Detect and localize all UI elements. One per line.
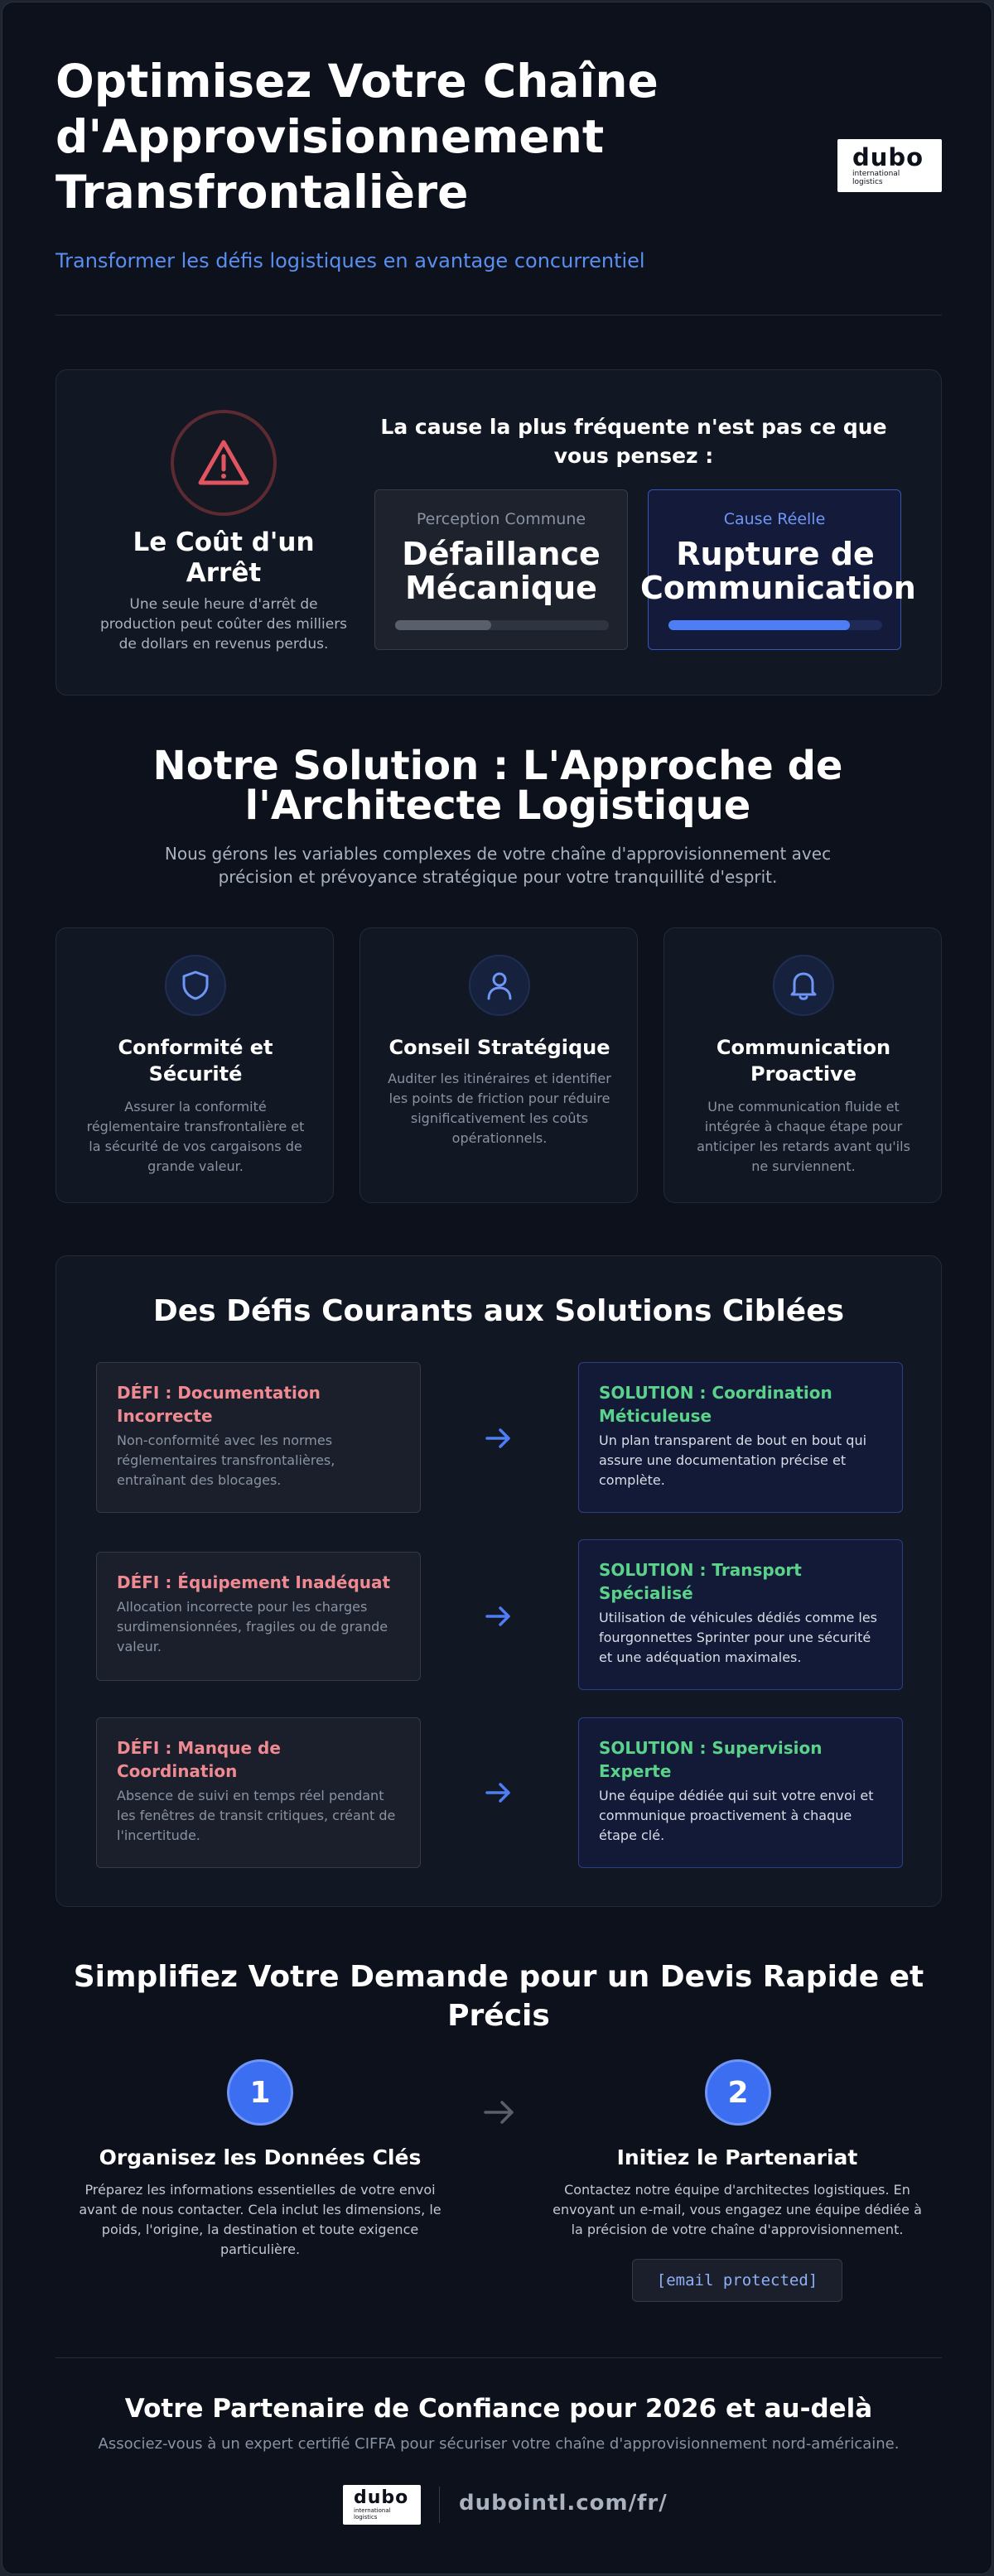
- cause-question: La cause la plus fréquente n'est pas ce …: [380, 415, 887, 468]
- footer-title: Votre Partenaire de Confiance pour 2026 …: [124, 2394, 873, 2424]
- solution-row-card: SOLUTION : Supervision Experte Une équip…: [578, 1717, 903, 1868]
- challenge-card: DÉFI : Documentation Incorrecte Non-conf…: [96, 1362, 421, 1513]
- logo-line-2: logistics: [852, 177, 883, 186]
- shield-icon-circle: [165, 955, 226, 1016]
- logo-line-1: international: [354, 2507, 391, 2514]
- real-cause-card: Cause Réelle Rupture de Communication: [640, 489, 916, 650]
- real-label: Cause Réelle: [723, 510, 826, 528]
- solution-row-card: SOLUTION : Coordination Méticuleuse Un p…: [578, 1362, 903, 1513]
- solution-card-title: Conformité et Sécurité: [118, 1036, 273, 1086]
- arrow-right-icon: [485, 1783, 510, 1803]
- solution-lead: Nous gérons les variables complexes de v…: [164, 844, 832, 887]
- solution-title: Notre Solution : L'Approche de l'Archite…: [152, 743, 843, 829]
- solution-row-text: Une équipe dédiée qui suit votre envoi e…: [599, 1788, 874, 1843]
- bell-icon: [790, 972, 817, 1000]
- email-link[interactable]: [email protected]: [632, 2259, 842, 2302]
- solution-card-text: Auditer les itinéraires et identifier le…: [388, 1071, 611, 1146]
- step-text: Préparez les informations essentielles d…: [79, 2182, 442, 2257]
- page-title: Optimisez Votre Chaîne d'Approvisionneme…: [55, 55, 659, 219]
- real-bar-track: [668, 620, 882, 630]
- shield-icon: [182, 970, 209, 1000]
- challenges-section: Des Défis Courants aux Solutions Ciblées…: [55, 1255, 942, 1907]
- user-icon: [487, 972, 512, 1000]
- solution-row-text: Un plan transparent de bout en bout qui …: [599, 1432, 867, 1488]
- logo-line-1: international: [852, 169, 900, 178]
- common-bar-fill: [395, 620, 492, 630]
- page-subtitle: Transformer les défis logistiques en ava…: [55, 249, 645, 272]
- footer-logo: dubo international logistics: [343, 2485, 421, 2525]
- common-value: Défaillance Mécanique: [402, 536, 601, 606]
- footer-website-link[interactable]: dubointl.com/fr/: [459, 2491, 668, 2516]
- warning-icon: [198, 440, 249, 485]
- solution-row-title: SOLUTION : Transport Spécialisé: [599, 1560, 802, 1603]
- challenges-title: Des Défis Courants aux Solutions Ciblées: [152, 1294, 845, 1328]
- solution-row-text: Utilisation de véhicules dédiés comme le…: [599, 1610, 878, 1665]
- solution-card-text: Assurer la conformité réglementaire tran…: [86, 1099, 305, 1174]
- challenge-title: DÉFI : Manque de Coordination: [117, 1738, 281, 1781]
- cost-text: Une seule heure d'arrêt de production pe…: [99, 596, 348, 652]
- solution-row-title: SOLUTION : Coordination Méticuleuse: [599, 1383, 832, 1426]
- solution-card-communication: Communication Proactive Une communicatio…: [663, 927, 942, 1203]
- solution-card-strategy: Conseil Stratégique Auditer les itinérai…: [359, 927, 638, 1203]
- challenge-text: Non-conformité avec les normes réglement…: [117, 1432, 335, 1488]
- real-bar-fill: [668, 620, 851, 630]
- footer-divider: [55, 2357, 942, 2358]
- bell-icon-circle: [773, 955, 834, 1016]
- step-number-1: 1: [227, 2059, 293, 2126]
- real-value: Rupture de Communication: [640, 536, 916, 606]
- solution-card-title: Communication Proactive: [716, 1036, 891, 1086]
- challenge-title: DÉFI : Documentation Incorrecte: [117, 1383, 321, 1426]
- common-perception-card: Perception Commune Défaillance Mécanique: [374, 489, 628, 650]
- logo-wordmark: dubo: [852, 142, 924, 171]
- challenge-title: DÉFI : Équipement Inadéquat: [117, 1572, 391, 1592]
- step-title: Organisez les Données Clés: [99, 2145, 422, 2169]
- challenge-card: DÉFI : Équipement Inadéquat Allocation i…: [96, 1552, 421, 1681]
- logo-wordmark: dubo: [354, 2487, 409, 2508]
- arrow-right-icon: [485, 1606, 510, 1626]
- solution-card-text: Une communication fluide et intégrée à c…: [697, 1099, 910, 1174]
- solution-row-title: SOLUTION : Supervision Experte: [599, 1738, 823, 1781]
- step-title: Initiez le Partenariat: [616, 2145, 858, 2169]
- solution-card-title: Conseil Stratégique: [388, 1036, 610, 1059]
- warning-circle: [171, 410, 277, 516]
- step-number-2: 2: [705, 2059, 771, 2126]
- user-icon-circle: [469, 955, 530, 1016]
- challenge-text: Allocation incorrecte pour les charges s…: [117, 1599, 388, 1654]
- logo-line-2: logistics: [354, 2514, 378, 2521]
- challenge-card: DÉFI : Manque de Coordination Absence de…: [96, 1717, 421, 1868]
- challenge-text: Absence de suivi en temps réel pendant l…: [117, 1788, 396, 1843]
- solution-row-card: SOLUTION : Transport Spécialisé Utilisat…: [578, 1539, 903, 1690]
- footer-separator: [439, 2487, 440, 2523]
- common-bar-track: [395, 620, 609, 630]
- header-logo: dubo international logistics: [837, 139, 942, 192]
- common-label: Perception Commune: [416, 510, 586, 528]
- steps-title: Simplifiez Votre Demande pour un Devis R…: [73, 1960, 924, 2033]
- cost-section: Le Coût d'un Arrêt Une seule heure d'arr…: [55, 369, 942, 696]
- footer-subtitle: Associez-vous à un expert certifié CIFFA…: [98, 2435, 900, 2453]
- solution-card-compliance: Conformité et Sécurité Assurer la confor…: [55, 927, 334, 1203]
- step-text: Contactez notre équipe d'architectes log…: [552, 2182, 922, 2237]
- cost-title: Le Coût d'un Arrêt: [133, 527, 315, 588]
- step-arrow-icon: [484, 2101, 514, 2124]
- arrow-right-icon: [485, 1428, 510, 1448]
